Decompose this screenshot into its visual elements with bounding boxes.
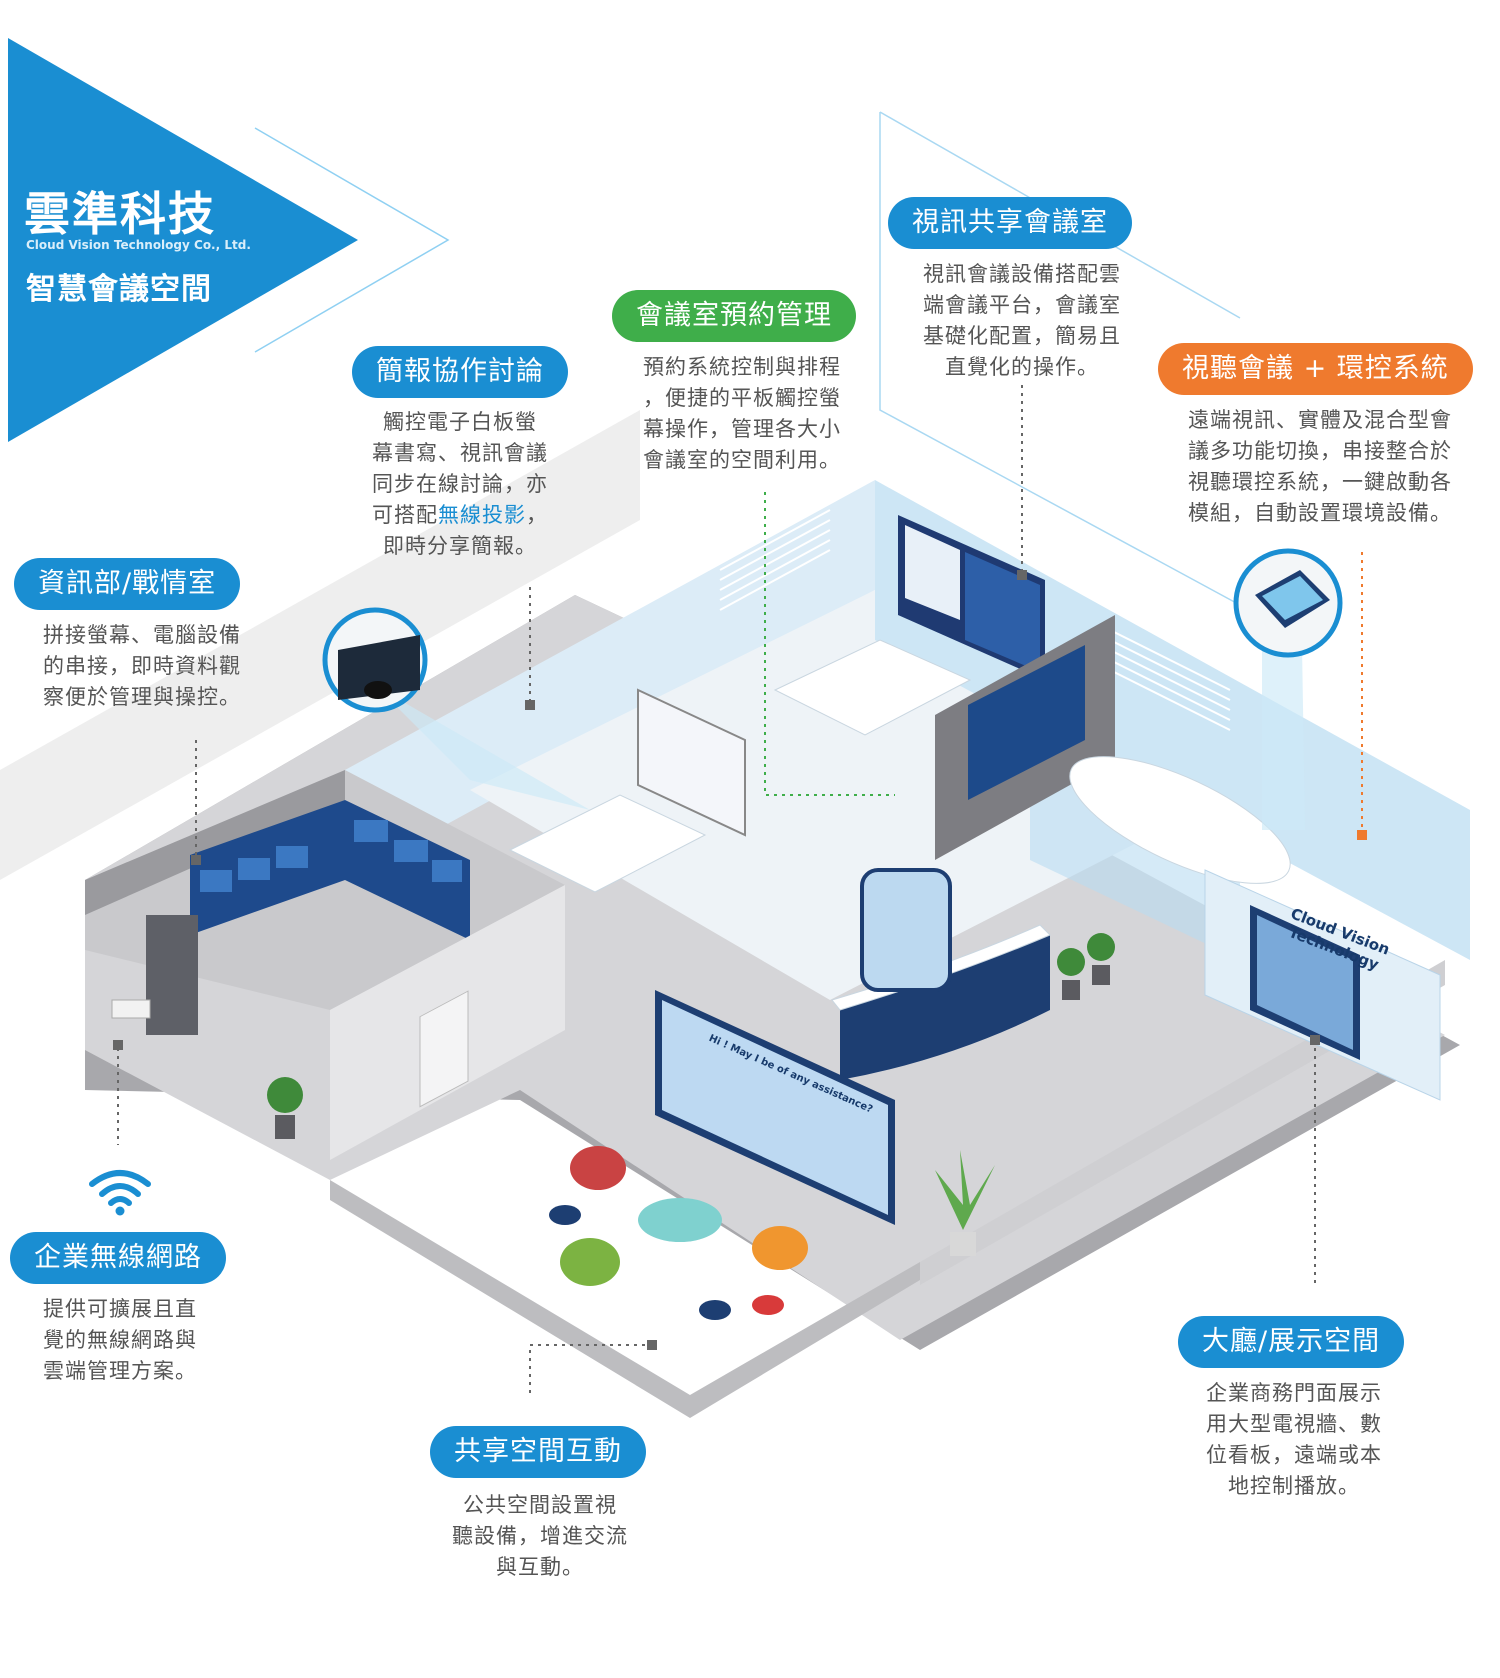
wall-display <box>968 645 1085 800</box>
bean-bag <box>752 1226 808 1270</box>
video-share-line: 視訊會議設備搭配雲 <box>923 262 1121 286</box>
video-share-description: 視訊會議設備搭配雲 端會議平台，會議室 基礎化配置，簡易且 直覺化的操作。 <box>900 259 1144 383</box>
briefing-line: 觸控電子白板螢 <box>383 410 537 434</box>
video-screen-inner <box>905 525 960 620</box>
door <box>419 990 469 1108</box>
booking-line: 幕操作，管理各大小 <box>643 417 841 441</box>
war-room-line: 的串接，即時資料觀 <box>43 654 241 678</box>
lobby-line: 企業商務門面展示 <box>1206 1381 1382 1405</box>
stool <box>699 1300 731 1320</box>
wireless-projection-highlight: 無線投影 <box>438 503 526 527</box>
lobby-description: 企業商務門面展示 用大型電視牆、數 位看板，遠端或本 地控制播放。 <box>1180 1378 1408 1502</box>
wireless-line: 覺的無線網路與 <box>43 1328 197 1352</box>
video-share-line: 直覺化的操作。 <box>945 355 1099 379</box>
plant <box>267 1077 303 1139</box>
lobby-line: 用大型電視牆、數 <box>1206 1412 1382 1436</box>
av-control-description: 遠端視訊、實體及混合型會 議多功能切換，串接整合於 視聽環控系統，一鍵啟動各 模… <box>1170 405 1470 529</box>
av-conference-table <box>1069 756 1291 884</box>
briefing-line: 可搭配無線投影， <box>352 500 568 531</box>
lobby-line: 地控制播放。 <box>1228 1474 1360 1498</box>
digital-signage-screen <box>662 1000 888 1215</box>
lobby-title-badge: 大廳/展示空間 <box>1178 1316 1405 1368</box>
av-control-title-badge: 視聽會議 + 環控系統 <box>1158 343 1473 395</box>
bean-bag <box>560 1238 620 1286</box>
bean-bag <box>570 1146 626 1190</box>
brand-tagline: 智慧會議空間 <box>26 272 212 307</box>
war-room-line: 察便於管理與操控。 <box>43 685 241 709</box>
wifi-router <box>111 999 151 1019</box>
brand-chevron-outline <box>254 127 450 353</box>
war-room-line: 拼接螢幕、電腦設備 <box>43 623 241 647</box>
briefing-line: 同步在線討論，亦 <box>372 472 548 496</box>
video-share-line: 端會議平台，會議室 <box>923 293 1121 317</box>
guide-line <box>879 112 1241 606</box>
window-blinds <box>719 509 1231 731</box>
video-share-title-badge: 視訊共享會議室 <box>888 197 1132 249</box>
leader-markers <box>113 570 1367 1350</box>
floor-slab-side <box>330 1180 920 1418</box>
leader-lines <box>117 385 1363 1393</box>
stool <box>752 1295 784 1315</box>
conference-table <box>773 639 972 736</box>
briefing-line-text: ， <box>526 503 548 527</box>
wireless-line: 提供可擴展且直 <box>43 1297 197 1321</box>
brand-triangle <box>8 38 358 442</box>
briefing-line-text: 可搭配 <box>372 503 438 527</box>
round-table <box>638 1198 722 1242</box>
briefing-title-badge: 簡報協作討論 <box>352 346 568 398</box>
wifi-icon <box>89 1170 151 1216</box>
lobby-tv-screen <box>1257 915 1353 1050</box>
reception-backdrop <box>860 868 952 992</box>
wireless-line: 雲端管理方案。 <box>43 1359 197 1383</box>
brand-name: 雲準科技 <box>24 187 216 241</box>
booking-line: 預約系統控制與排程 <box>643 355 841 379</box>
booking-title-badge: 會議室預約管理 <box>612 290 856 342</box>
shared-space-title-badge: 共享空間互動 <box>430 1426 646 1478</box>
briefing-table <box>508 794 707 893</box>
touch-whiteboard <box>637 688 746 837</box>
war-room-wall <box>85 770 345 915</box>
server-rack <box>146 915 198 1035</box>
wireless-description: 提供可擴展且直 覺的無線網路與 雲端管理方案。 <box>20 1294 220 1387</box>
av-control-line: 視聽環控系統，一鍵啟動各 <box>1188 470 1452 494</box>
av-control-line: 議多功能切換，串接整合於 <box>1188 439 1452 463</box>
briefing-line: 即時分享簡報。 <box>383 534 537 558</box>
war-room-title-badge: 資訊部/戰情室 <box>14 558 241 610</box>
wireless-title-badge: 企業無線網路 <box>10 1232 226 1284</box>
touch-screen-icon <box>322 607 590 810</box>
briefing-description: 觸控電子白板螢 幕書寫、視訊會議 同步在線討論，亦 可搭配無線投影， 即時分享簡… <box>352 407 568 562</box>
shared-space-line: 聽設備，增進交流 <box>452 1524 628 1548</box>
brand-english-name: Cloud Vision Technology Co., Ltd. <box>26 238 251 252</box>
av-control-line: 模組，自動設置環境設備。 <box>1188 501 1452 525</box>
video-share-line: 基礎化配置，簡易且 <box>923 324 1121 348</box>
video-wall-tiles <box>200 820 462 892</box>
background-band <box>0 410 640 880</box>
video-wall <box>190 800 470 940</box>
booking-description: 預約系統控制與排程 ，便捷的平板觸控螢 幕操作，管理各大小 會議室的空間利用。 <box>620 352 864 476</box>
tablet-icon <box>1233 548 1343 830</box>
stool <box>549 1205 581 1225</box>
briefing-line: 幕書寫、視訊會議 <box>372 441 548 465</box>
plant <box>1057 933 1115 1000</box>
shared-space-line: 公共空間設置視 <box>463 1493 617 1517</box>
booking-line: ，便捷的平板觸控螢 <box>643 386 841 410</box>
booking-line: 會議室的空間利用。 <box>643 448 841 472</box>
av-control-line: 遠端視訊、實體及混合型會 <box>1188 408 1452 432</box>
shared-space-description: 公共空間設置視 聽設備，增進交流 與互動。 <box>432 1490 648 1583</box>
shared-space-line: 與互動。 <box>496 1555 584 1579</box>
war-room-description: 拼接螢幕、電腦設備 的串接，即時資料觀 察便於管理與操控。 <box>20 620 264 713</box>
dashboard-screen <box>965 552 1040 672</box>
reception-desk <box>840 935 1050 1080</box>
plant <box>935 1150 995 1256</box>
lobby-line: 位看板，遠端或本 <box>1206 1443 1382 1467</box>
